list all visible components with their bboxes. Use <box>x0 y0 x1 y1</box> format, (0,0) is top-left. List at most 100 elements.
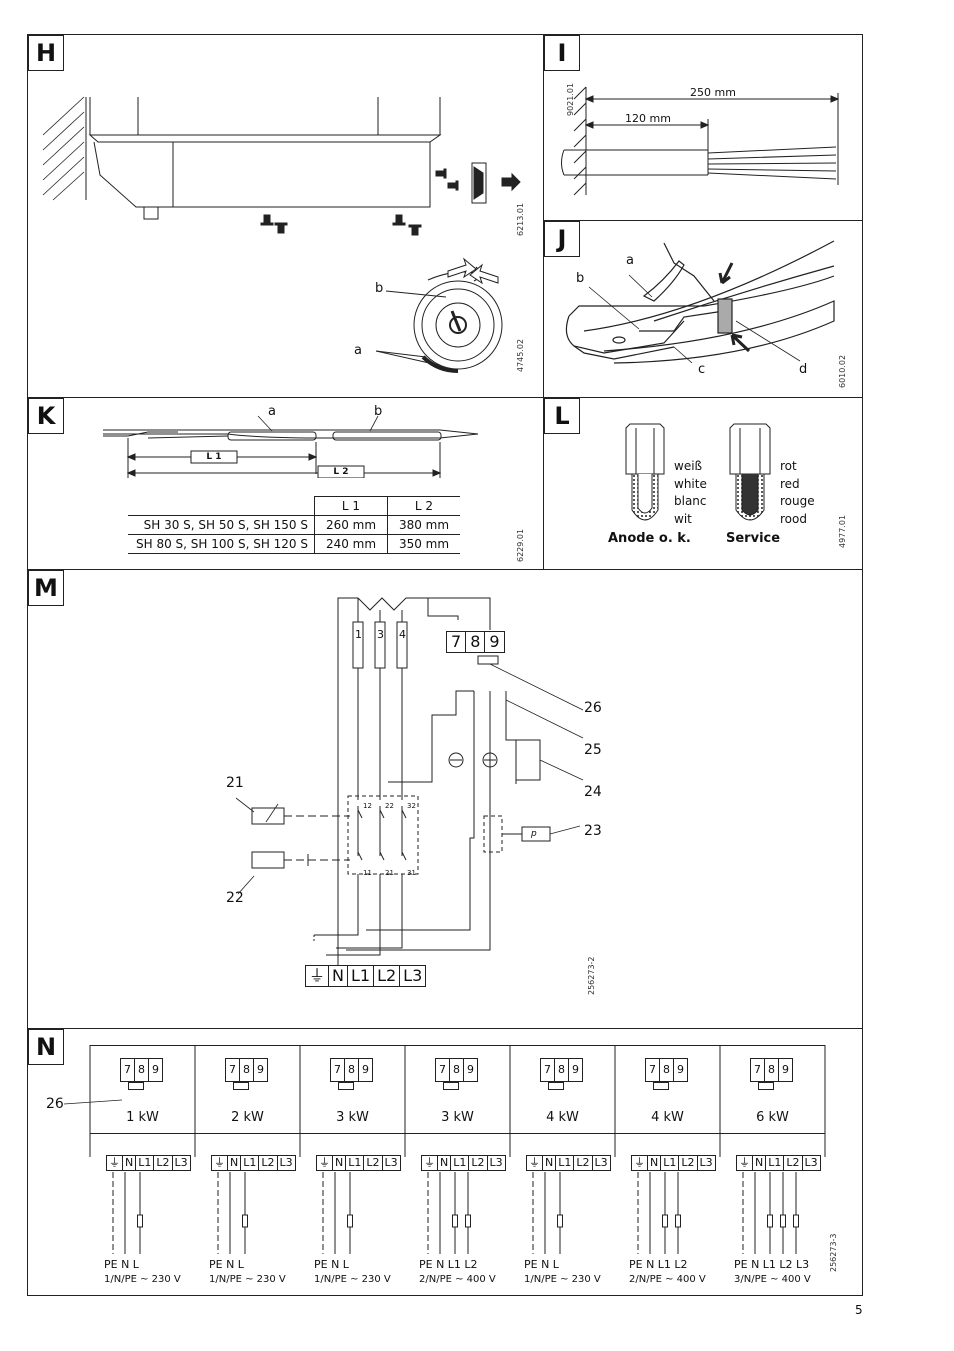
power-rating: 3 kW <box>336 1110 369 1125</box>
heater-4-label: 4 <box>399 628 406 641</box>
contact-21: 21 <box>385 869 394 877</box>
connection-table <box>90 1045 825 1290</box>
service-colors: rot red rouge rood <box>780 459 815 526</box>
panel-k-drawing <box>103 415 479 478</box>
panel-j-drawing <box>565 240 835 364</box>
heater-1-label: 1 <box>355 628 362 641</box>
conductor-labels: PE N L1 L2 <box>419 1258 478 1271</box>
ref-21: 21 <box>226 775 244 791</box>
power-rating: 2 kW <box>231 1110 264 1125</box>
service-caption: Service <box>726 531 781 546</box>
dimension-label: 250 mm <box>690 86 736 99</box>
fuse-icon <box>465 1214 471 1228</box>
label-d: d <box>799 362 808 377</box>
supply-label: 2/N/PE ~ 400 V <box>629 1274 706 1285</box>
power-rating: 6 kW <box>756 1110 789 1125</box>
figure-code: 256273-3 <box>829 1233 838 1272</box>
l1-cell: 240 mm <box>314 534 388 554</box>
jumper-link <box>338 1082 354 1090</box>
fuse-icon <box>557 1214 563 1228</box>
earth-icon: ⏚ <box>527 1156 543 1170</box>
divider <box>543 34 544 569</box>
supply-label: 1/N/PE ~ 230 V <box>209 1274 286 1285</box>
ref-23: 23 <box>584 823 602 839</box>
panel-l-drawing <box>625 423 771 521</box>
label-b: b <box>374 404 383 419</box>
divider <box>27 569 863 570</box>
jumper-link <box>758 1082 774 1090</box>
column-header: L 1 <box>314 496 388 516</box>
fuse-icon <box>793 1214 799 1228</box>
dimension-label-l2: L 2 <box>333 467 349 477</box>
earth-icon: ⏚ <box>737 1156 753 1170</box>
l2-cell: 350 mm <box>387 534 460 554</box>
jumper-link <box>128 1082 144 1090</box>
label-a: a <box>354 343 362 358</box>
ref-26: 26 <box>584 700 602 716</box>
page-number: 5 <box>855 1303 863 1317</box>
fuse-icon <box>767 1214 773 1228</box>
contact-32: 32 <box>407 802 416 810</box>
figure-frame <box>27 34 863 1296</box>
label-b: b <box>576 271 585 286</box>
figure-code: 4745.02 <box>516 338 525 372</box>
label-b: b <box>375 281 384 296</box>
anode-ok-caption: Anode o. k. <box>608 531 691 546</box>
fuse-icon <box>137 1214 143 1228</box>
figure-code: 4977.01 <box>838 514 847 548</box>
figure-code: 6213.01 <box>516 202 525 236</box>
l2-cell: 380 mm <box>387 515 460 535</box>
ref-24: 24 <box>584 784 602 800</box>
contact-11: 11 <box>363 869 372 877</box>
conductor-labels: PE N L <box>209 1258 244 1271</box>
power-rating: 1 kW <box>126 1110 159 1125</box>
ref-26-leader <box>64 1099 123 1105</box>
figure-code: 6229.01 <box>516 528 525 562</box>
jumper-link <box>653 1082 669 1090</box>
panel-h-drawing <box>42 96 521 373</box>
label-a: a <box>268 404 276 419</box>
panel-label-h: H <box>28 35 64 71</box>
pressure-switch-label: p <box>531 829 537 839</box>
power-rating: 3 kW <box>441 1110 474 1125</box>
divider <box>543 220 863 221</box>
ref-22: 22 <box>226 890 244 906</box>
label-a: a <box>626 253 634 268</box>
panel-label-m: M <box>28 570 64 606</box>
fuse-icon <box>662 1214 668 1228</box>
label-c: c <box>698 362 706 377</box>
anode-ok-colors: weiß white blanc wit <box>674 459 707 526</box>
conductor-labels: PE N L1 L2 <box>629 1258 688 1271</box>
model-cell: SH 80 S, SH 100 S, SH 120 S <box>128 534 315 554</box>
earth-icon: ⏚ <box>306 966 330 986</box>
fuse-icon <box>452 1214 458 1228</box>
fuse-icon <box>347 1214 353 1228</box>
panel-m-wiring-diagram: 1 3 4 12 22 32 11 21 31 <box>235 597 584 965</box>
supply-label: 2/N/PE ~ 400 V <box>419 1274 496 1285</box>
panel-label-j: J <box>544 221 580 257</box>
panel-i-drawing <box>561 86 840 196</box>
dimension-label-l1: L 1 <box>206 452 222 462</box>
conductor-labels: PE N L <box>104 1258 139 1271</box>
model-cell: SH 30 S, SH 50 S, SH 150 S <box>128 515 315 535</box>
divider <box>27 1028 863 1029</box>
conductor-labels: PE N L <box>524 1258 559 1271</box>
mains-terminal-block: ⏚ N L1 L2 L3 <box>305 965 427 987</box>
dimension-label: 120 mm <box>625 112 671 125</box>
supply-label: 3/N/PE ~ 400 V <box>734 1274 811 1285</box>
terminal-block-789: 7 8 9 <box>446 631 505 653</box>
heater-3-label: 3 <box>377 628 384 641</box>
panel-label-n: N <box>28 1029 64 1065</box>
supply-label: 1/N/PE ~ 230 V <box>104 1274 181 1285</box>
l1-cell: 260 mm <box>314 515 388 535</box>
column-header: L 2 <box>387 496 460 516</box>
power-rating: 4 kW <box>651 1110 684 1125</box>
panel-label-l: L <box>544 398 580 434</box>
